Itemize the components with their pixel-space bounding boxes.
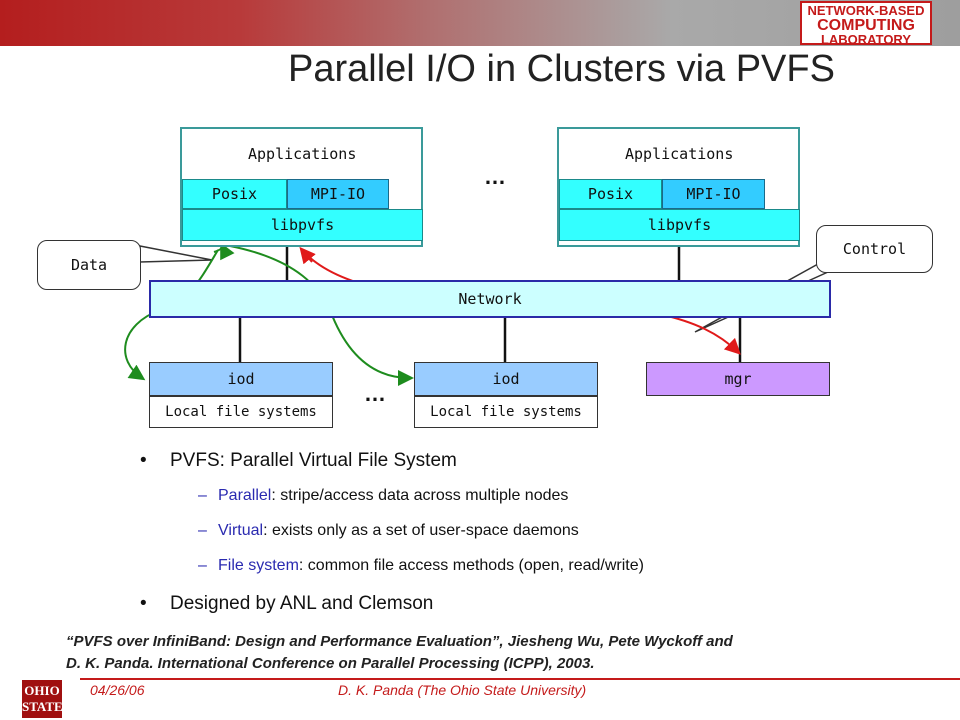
bullet-text: PVFS: Parallel Virtual File System (170, 450, 457, 471)
network-bar: Network (149, 280, 831, 318)
sub-bullet-term: File system (218, 556, 299, 574)
citation-line-1: “PVFS over InfiniBand: Design and Perfor… (66, 633, 733, 650)
bullet-dot-icon: • (140, 450, 147, 471)
iod-left: iod (149, 362, 333, 396)
footer-author: D. K. Panda (The Ohio State University) (338, 682, 587, 698)
bullet-text: Designed by ANL and Clemson (170, 593, 434, 614)
data-callout: Data (37, 240, 141, 290)
footer-date: 04/26/06 (90, 682, 145, 698)
bullet-dot-icon: • (140, 593, 147, 614)
sub-bullet-text: : exists only as a set of user-space dae… (263, 521, 579, 539)
bullet-list: • PVFS: Parallel Virtual File System – P… (140, 444, 940, 621)
client-right-mpiio: MPI-IO (662, 179, 765, 209)
ohio-state-logo: OHIO STATE (22, 680, 63, 718)
dash-icon: – (198, 486, 207, 504)
client-ellipsis: … (484, 164, 506, 189)
citation-line-2: D. K. Panda. International Conference on… (66, 655, 595, 672)
bullet-item: • PVFS: Parallel Virtual File System (140, 444, 940, 478)
footer-rule (80, 678, 960, 680)
sub-bullet-text: : common file access methods (open, read… (298, 556, 644, 574)
bullet-item: • Designed by ANL and Clemson (140, 587, 940, 621)
sub-bullet-item: – Virtual: exists only as a set of user-… (140, 513, 940, 548)
osu-logo-line-2: STATE (22, 699, 63, 714)
client-right-libpvfs: libpvfs (559, 209, 800, 241)
iod-ellipsis: … (364, 381, 386, 406)
sub-bullet-item: – File system: common file access method… (140, 548, 940, 583)
iod-left-storage: Local file systems (149, 396, 333, 428)
iod-right-storage: Local file systems (414, 396, 598, 428)
logo-line-3: LABORATORY (820, 32, 912, 47)
logo-line-1: NETWORK-BASED (807, 3, 925, 18)
client-right-posix: Posix (559, 179, 662, 209)
citation: “PVFS over InfiniBand: Design and Perfor… (66, 631, 916, 675)
client-left-posix: Posix (182, 179, 287, 209)
data-callout-pointer (139, 245, 213, 263)
sub-bullet-item: – Parallel: stripe/access data across mu… (140, 478, 940, 513)
client-left-mpiio: MPI-IO (287, 179, 389, 209)
iod-right: iod (414, 362, 598, 396)
client-right-applications-label: Applications (625, 145, 734, 163)
dash-icon: – (198, 556, 207, 574)
sub-bullet-text: : stripe/access data across multiple nod… (271, 486, 569, 504)
control-callout: Control (816, 225, 933, 273)
client-left-applications-label: Applications (248, 145, 357, 163)
mgr-node: mgr (646, 362, 830, 396)
nbcl-logo: NETWORK-BASED COMPUTING LABORATORY (800, 1, 932, 47)
sub-bullet-term: Virtual (218, 521, 264, 539)
slide-title: Parallel I/O in Clusters via PVFS (288, 48, 835, 90)
osu-logo-line-1: OHIO (24, 683, 60, 698)
dash-icon: – (198, 521, 207, 539)
client-left-libpvfs: libpvfs (182, 209, 423, 241)
sub-bullet-term: Parallel (218, 486, 272, 504)
logo-line-2: COMPUTING (817, 17, 915, 34)
control-arrow-head (299, 246, 316, 265)
